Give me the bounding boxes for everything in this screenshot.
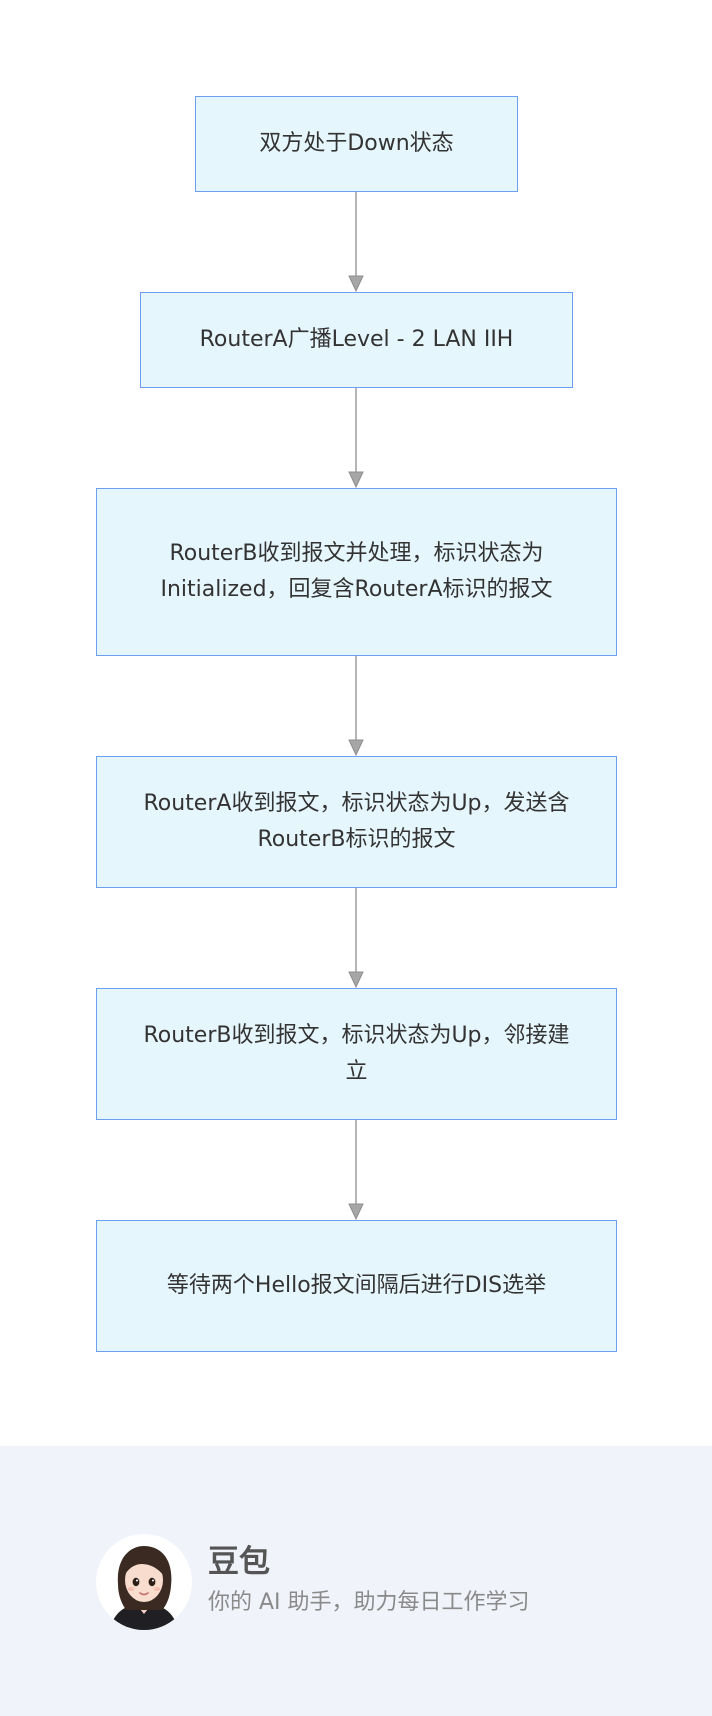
flow-node-5-text: RouterB收到报文，标识状态为Up，邻接建立 <box>143 1023 570 1084</box>
flow-node-1: 双方处于Down状态 <box>195 96 518 192</box>
flow-node-4-text: RouterA收到报文，标识状态为Up，发送含RouterB标识的报文 <box>143 791 570 852</box>
flow-node-3-text: RouterB收到报文并处理，标识状态为Initialized，回复含Route… <box>160 541 553 602</box>
brand-name: 豆包 <box>208 1544 270 1580</box>
brand-footer: 豆包 你的 AI 助手，助力每日工作学习 <box>0 1446 712 1716</box>
flowchart-connectors <box>348 192 364 1221</box>
flowchart: 双方处于Down状态 RouterA广播Level - 2 LAN IIH Ro… <box>96 96 617 1352</box>
edge-n2-n3 <box>348 388 364 489</box>
edge-n5-n6 <box>348 1120 364 1221</box>
brand-tagline: 你的 AI 助手，助力每日工作学习 <box>208 1590 530 1615</box>
flow-node-1-text: 双方处于Down状态 <box>259 131 454 156</box>
avatar-girl-icon <box>96 1534 192 1630</box>
edge-n3-n4 <box>348 656 364 757</box>
flow-node-2: RouterA广播Level - 2 LAN IIH <box>140 292 573 388</box>
flow-node-3: RouterB收到报文并处理，标识状态为Initialized，回复含Route… <box>96 488 617 656</box>
flow-node-2-text: RouterA广播Level - 2 LAN IIH <box>199 327 514 352</box>
flow-node-6-text: 等待两个Hello报文间隔后进行DIS选举 <box>166 1273 547 1298</box>
edge-n1-n2 <box>348 192 364 293</box>
edge-n4-n5 <box>348 888 364 989</box>
flow-node-4: RouterA收到报文，标识状态为Up，发送含RouterB标识的报文 <box>96 756 617 888</box>
flow-node-6: 等待两个Hello报文间隔后进行DIS选举 <box>96 1220 617 1352</box>
flow-node-5: RouterB收到报文，标识状态为Up，邻接建立 <box>96 988 617 1120</box>
